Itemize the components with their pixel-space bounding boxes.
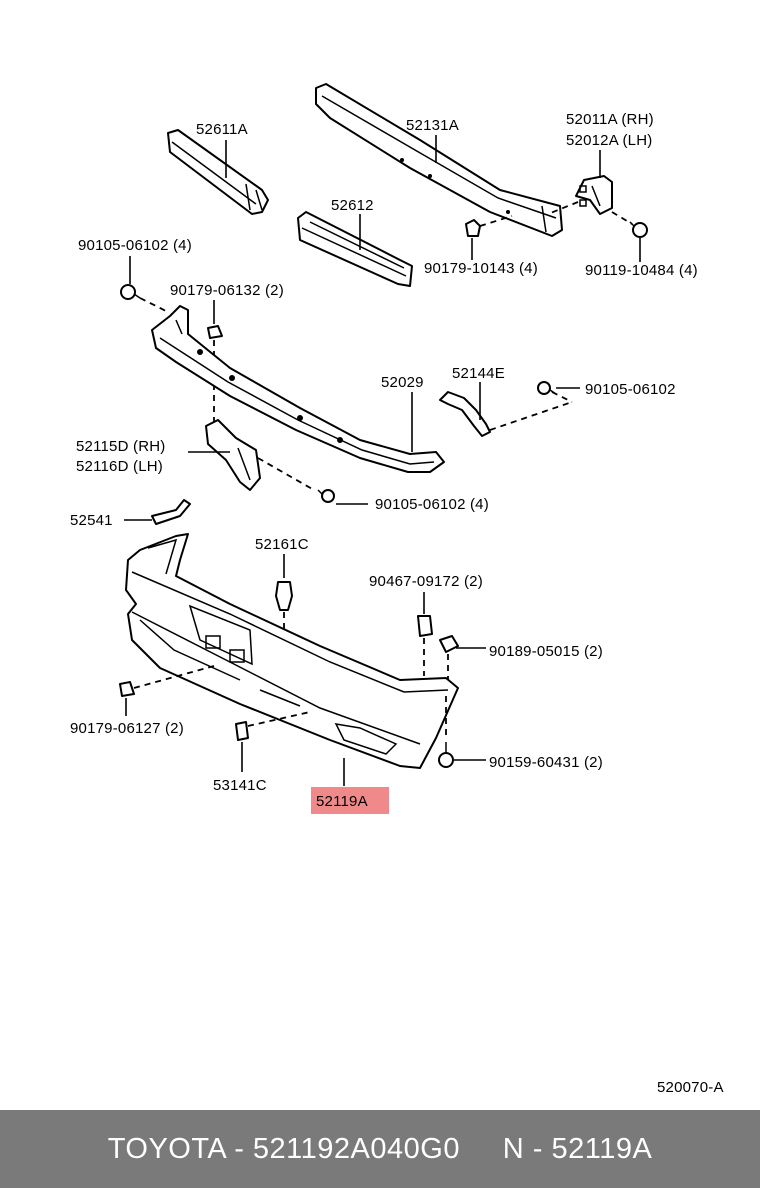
part-52541-clip [151,499,191,525]
dash-52011a-to-bolt [611,211,633,225]
label-52541: 52541 [70,512,113,529]
part-53141c-clip [235,721,249,741]
diagram-code: 520070-A [657,1079,724,1096]
label-52161c: 52161C [255,536,309,553]
dash-bracket-to-bolt [257,457,315,491]
label-90179-10143: 90179-10143 (4) [424,260,538,277]
part-52115d-bracket [205,419,261,491]
bolt-90119-icon [629,221,648,238]
label-90189: 90189-05015 (2) [489,643,603,660]
highlight-52119a [311,787,389,814]
dash-nut-to-reinforcement [479,215,513,227]
dash-52144e-to-bolt [489,401,573,431]
dash-52011a-to-reinforcement [547,201,579,215]
parts-diagram: 52611A 52131A 52011A (RH) 52012A (LH) 52… [70,83,724,1096]
label-52012a: 52012A (LH) [566,132,652,149]
label-52116d: 52116D (LH) [76,458,163,475]
label-52612: 52612 [331,197,374,214]
nut-90179-10143-icon [465,219,481,237]
bolt-90105b-icon [537,381,557,395]
part-52119a-bumper-cover [125,533,459,769]
label-90119: 90119-10484 (4) [585,262,698,279]
bolt-90105a-icon [120,284,141,300]
part-52029-retainer [151,305,445,473]
part-52144e-stay [439,391,491,437]
nut-90179-06132-icon [207,325,223,339]
label-90179-06132: 90179-06132 (2) [170,282,284,299]
label-90179-06127: 90179-06127 (2) [70,720,184,737]
label-90159: 90159-60431 (2) [489,754,603,771]
part-90467-clip [417,615,433,637]
screw-90159-icon [438,742,454,768]
part-52011a-bracket [575,175,613,215]
nut-90189-icon [439,635,459,653]
footer-text: TOYOTA - 521192A040G0 N - 52119A [107,1132,653,1165]
dash-90179-06127 [133,665,215,689]
label-90105b: 90105-06102 [585,381,676,398]
label-52115d: 52115D (RH) [76,438,165,455]
nut-90179-06127-icon [119,681,135,697]
part-52131a-reinforcement [315,83,563,237]
label-52611a: 52611A [196,121,248,138]
label-52029: 52029 [381,374,424,391]
label-52131a: 52131A [406,117,459,134]
label-52119a: 52119A [316,793,368,810]
label-90105c: 90105-06102 (4) [375,496,489,513]
label-90105a: 90105-06102 (4) [78,237,192,254]
part-52612-absorber [297,211,413,287]
label-52011a: 52011A (RH) [566,111,654,128]
label-90467: 90467-09172 (2) [369,573,483,590]
bolt-90105c-icon [317,489,335,503]
dash-90105a-to-retainer [139,297,169,313]
footer-bar: TOYOTA - 521192A040G0 N - 52119A [0,1110,760,1188]
part-52611a-bracket [167,129,269,215]
part-52161c-clip [275,581,293,611]
label-53141c: 53141C [213,777,267,794]
label-52144e: 52144E [452,365,505,382]
